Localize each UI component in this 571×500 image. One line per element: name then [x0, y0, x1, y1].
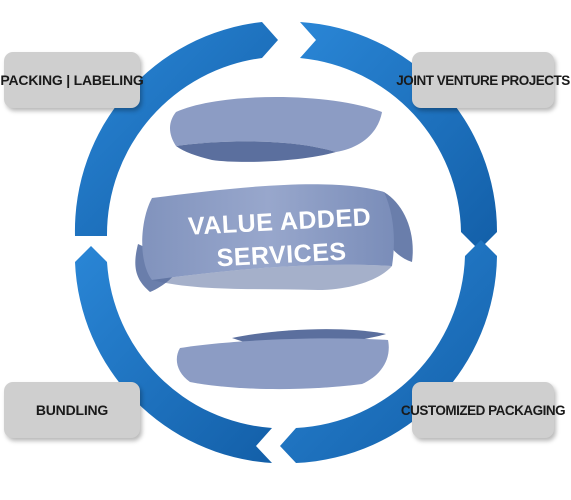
ribbon-bottom: [176, 329, 389, 390]
label-bundling: BUNDLING: [4, 382, 140, 438]
label-customized-packaging-text: CUSTOMIZED PACKAGING: [400, 402, 566, 418]
label-joint-venture-projects: JOINT VENTURE PROJECTS: [396, 52, 570, 108]
label-customized-packaging: CUSTOMIZED PACKAGING: [401, 382, 566, 438]
ribbon-middle: [135, 184, 413, 292]
cycle-arrow-top-right: [300, 22, 498, 250]
label-packing-labeling: PACKING | LABELING: [0, 52, 144, 108]
label-bundling-text: BUNDLING: [35, 402, 109, 418]
cycle-arrow-bottom-left: [75, 246, 272, 463]
label-packing-labeling-text: PACKING | LABELING: [0, 72, 144, 88]
cycle-ring: [74, 22, 498, 463]
cycle-arrow-bottom-right: [280, 240, 497, 463]
ribbon-top: [170, 97, 382, 162]
center-title-line2: SERVICES: [216, 238, 347, 273]
label-joint-venture-projects-text: JOINT VENTURE PROJECTS: [396, 72, 570, 88]
cycle-arrow-top-left: [74, 22, 279, 236]
